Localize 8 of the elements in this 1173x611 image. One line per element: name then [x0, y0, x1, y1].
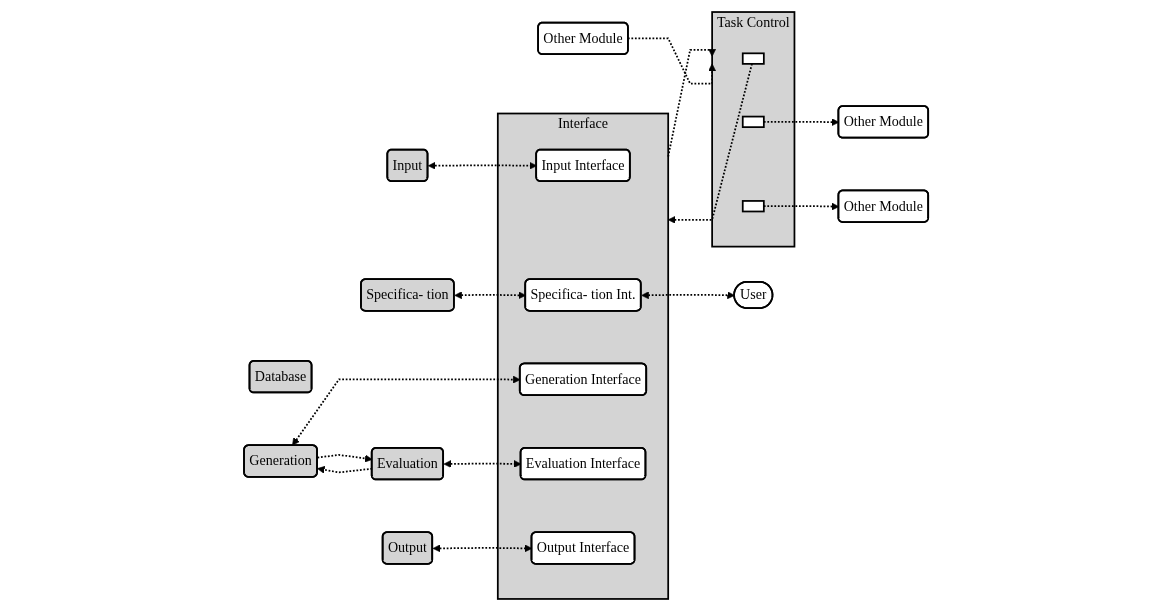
arrow: [317, 453, 373, 463]
arrow: [667, 48, 717, 158]
node-box: [742, 115, 766, 128]
arrow: [292, 375, 521, 446]
node-box: [742, 52, 766, 65]
arrow: [668, 63, 754, 224]
node-box: [742, 200, 766, 213]
cluster: Task Control: [711, 11, 796, 248]
